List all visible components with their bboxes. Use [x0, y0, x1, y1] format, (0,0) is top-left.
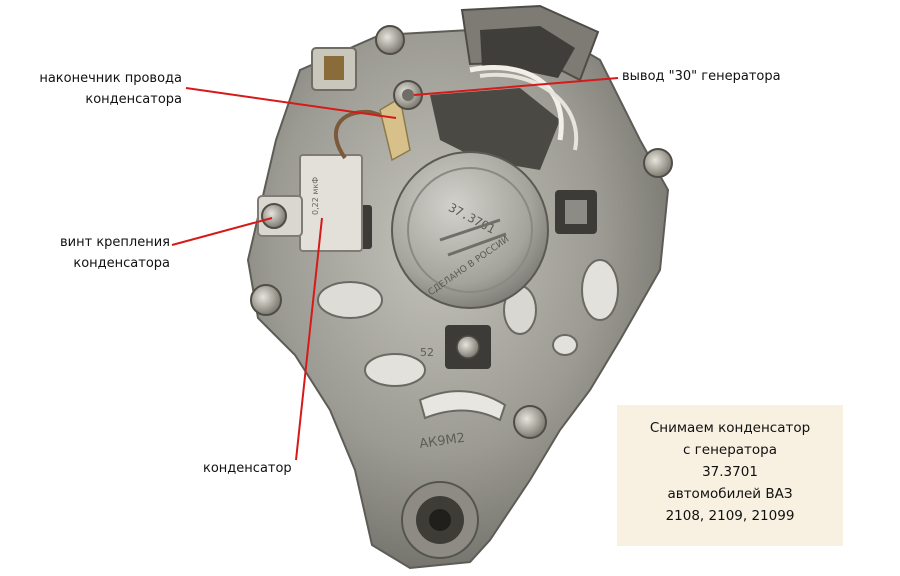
label-wire-tip: наконечник провода конденсатора — [20, 68, 182, 110]
info-line: 2108, 2109, 21099 — [665, 508, 795, 524]
casting-model: АК9М2 — [418, 431, 466, 452]
pointer-line-capacitor — [295, 217, 323, 461]
label-line: наконечник провода — [39, 71, 182, 86]
info-box: Снимаем конденсатор с генератора 37.3701… — [617, 405, 843, 546]
label-mount-screw: винт крепления конденсатора — [40, 232, 170, 274]
vent-hole — [364, 353, 426, 387]
pointer-line-wire-tip — [185, 87, 397, 119]
info-line: 37.3701 — [702, 464, 758, 480]
label-capacitor: конденсатор — [203, 458, 292, 479]
white-wire — [479, 72, 579, 151]
label-terminal-30: вывод "30" генератора — [622, 66, 781, 87]
pointer-line-terminal-30 — [413, 77, 619, 96]
mounting-bolt — [513, 405, 547, 439]
vent-hole — [317, 281, 383, 319]
mounting-bushing-hole — [429, 509, 451, 531]
inner-cavity — [430, 88, 560, 170]
capacitor-screw — [261, 203, 287, 229]
capacitor-body — [299, 154, 363, 252]
casting-number: 52 — [420, 346, 434, 359]
mounting-bolt — [250, 284, 282, 316]
vent-hole — [581, 259, 619, 321]
rubber-grommet — [565, 200, 587, 224]
terminal-screw — [456, 335, 480, 359]
terminal-30-nut — [402, 89, 414, 101]
capacitor-wire — [333, 109, 391, 160]
capacitor-marking: 0,22 мкФ — [311, 177, 320, 215]
label-line: вывод "30" генератора — [622, 69, 781, 84]
info-line: автомобилей ВАЗ — [667, 486, 793, 502]
vent-hole — [552, 334, 578, 356]
bearing-cover-rim — [407, 167, 533, 293]
info-line: Снимаем конденсатор — [649, 420, 811, 436]
pointer-line-screw — [171, 217, 273, 246]
bracket-opening — [480, 26, 575, 78]
mounting-bolt — [375, 25, 405, 55]
mounting-bolt — [643, 148, 673, 178]
wire-tip — [379, 96, 411, 162]
vent-slot — [418, 390, 507, 422]
plug-connector-slot — [324, 56, 344, 80]
lid-logo — [439, 218, 507, 257]
label-line: конденсатора — [85, 92, 182, 107]
label-line: винт крепления — [60, 235, 170, 250]
white-wire — [469, 65, 564, 141]
info-line: с генератора — [682, 442, 778, 458]
label-line: конденсатор — [203, 461, 292, 476]
label-line: конденсатора — [73, 256, 170, 271]
